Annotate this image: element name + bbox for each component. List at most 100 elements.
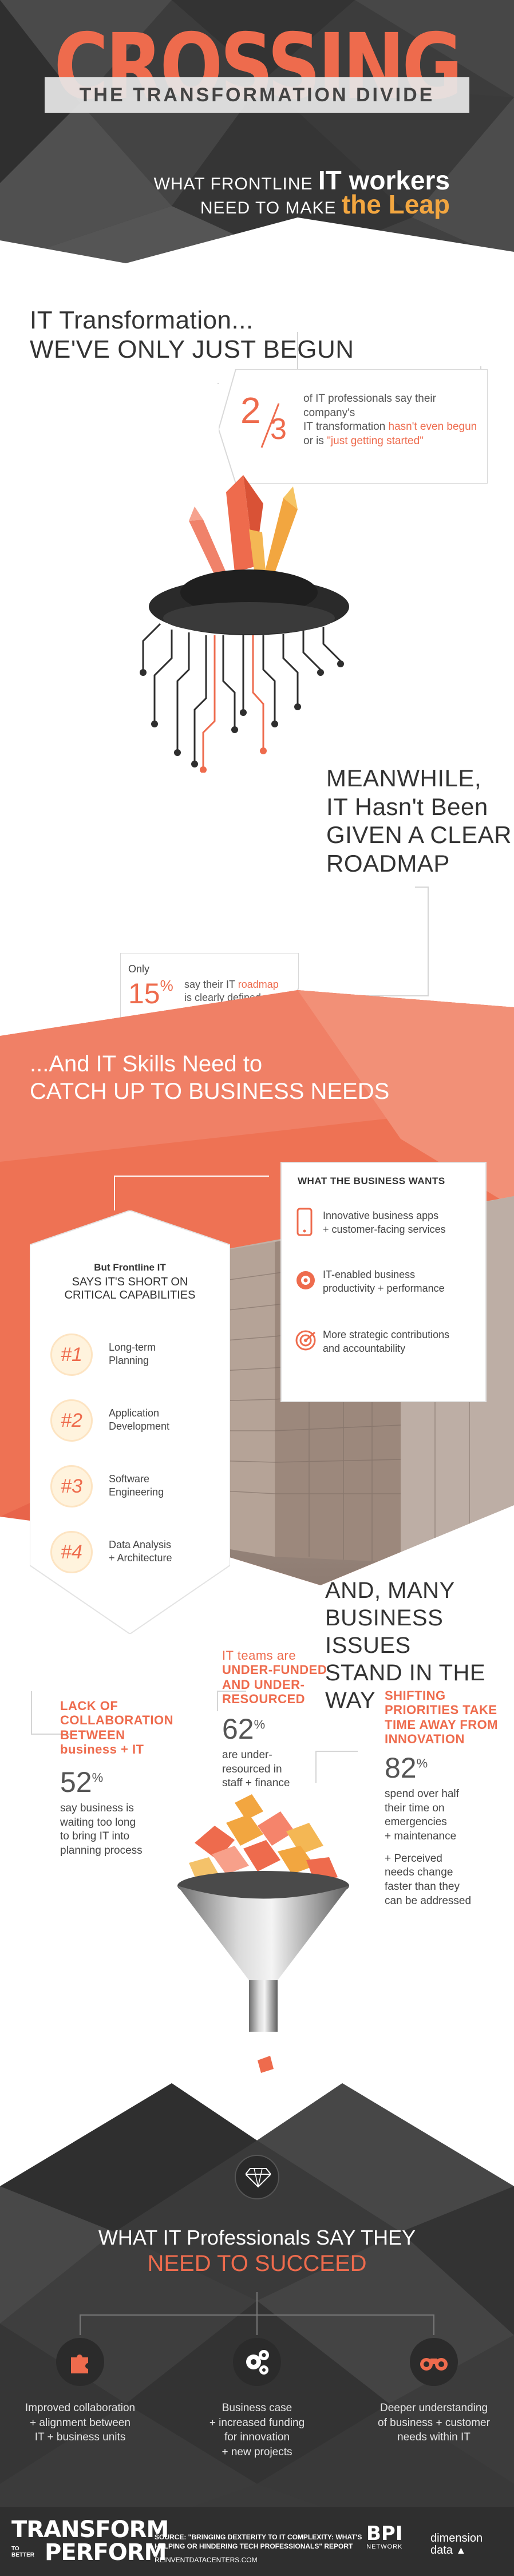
target-icon <box>295 1330 316 1351</box>
crystal-shard <box>226 475 255 572</box>
need-line: Improved collaboration <box>25 2402 136 2414</box>
hero-band: THE TRANSFORMATION DIVIDE <box>45 77 469 113</box>
caps-title-line: CRITICAL CAPABILITIES <box>64 1289 196 1301</box>
issue-line: planning process <box>60 1845 143 1857</box>
heading-line: MEANWHILE, <box>326 765 482 792</box>
need-item: Business case + increased funding for in… <box>191 2401 323 2460</box>
heading-line: WE'VE ONLY JUST BEGUN <box>30 335 354 363</box>
logo-line-wrap: data ▲ <box>430 2545 483 2557</box>
heading-line: AND, MANY <box>325 1578 455 1603</box>
issue-head-line: TIME AWAY FROM <box>385 1717 499 1732</box>
pct-value: 15 <box>128 978 160 1010</box>
issue-line: to bring IT into <box>60 1830 130 1843</box>
capability-rank-3: #3 <box>50 1465 93 1507</box>
need-badge <box>410 2338 458 2386</box>
logo-line: PERFORM <box>45 2539 167 2566</box>
need-line: + new projects <box>222 2446 292 2458</box>
pct-value: 62 <box>222 1713 254 1745</box>
capabilities-title: But Frontline IT SAYS IT'S SHORT ON CRIT… <box>30 1262 230 1302</box>
pct-sign: % <box>92 1770 104 1785</box>
collab-heading: LACK OF COLLABORATION BETWEEN business +… <box>60 1699 173 1756</box>
stat-highlight: hasn't even begun <box>388 421 477 433</box>
heading-line: IT Transformation... <box>30 306 254 334</box>
hero-subtitle-bold: the Leap <box>341 189 450 219</box>
issue-head-line: business + IT <box>60 1742 144 1756</box>
bpi-logo: BPI NETWORK <box>366 2524 402 2550</box>
crystal-shard <box>263 498 298 581</box>
hero-subtitle-bold: IT workers <box>318 165 450 195</box>
funded-heading: IT teams are UNDER-FUNDED AND UNDER- RES… <box>222 1648 327 1706</box>
need-line: + increased funding <box>209 2416 305 2429</box>
transform-logo: TRANSFORM TO BETTER PERFORM <box>11 2518 169 2564</box>
crystal-shard <box>243 475 263 567</box>
crystal-shard <box>283 486 298 509</box>
pct-value: 82 <box>385 1752 417 1784</box>
crystal-shard <box>189 520 226 575</box>
issue-line: needs change <box>385 1866 453 1879</box>
want-line: productivity + performance <box>323 1283 445 1295</box>
need-line: Deeper understanding <box>379 2402 488 2414</box>
cap-line: Planning <box>109 1355 149 1367</box>
hero-subtitle-text: NEED TO MAKE <box>200 199 337 217</box>
issue-line: waiting too long <box>60 1816 136 1829</box>
heading-line: CATCH UP TO BUSINESS NEEDS <box>30 1079 390 1104</box>
issue-head-line: PRIORITIES TAKE <box>385 1703 497 1718</box>
source-line: SOURCE: "BRINGING DEXTERITY TO IT COMPLE… <box>155 2533 362 2541</box>
cap-line: Development <box>109 1420 170 1433</box>
phone-icon <box>296 1208 313 1236</box>
stat-text: or is <box>303 435 324 448</box>
gear-icon <box>296 1271 315 1289</box>
circuit-lines-orange <box>202 635 264 770</box>
roadmap-only: Only <box>128 963 150 975</box>
dimension-data-logo: dimension data ▲ <box>430 2533 483 2557</box>
capability-rank-1: #1 <box>50 1333 93 1376</box>
funnel-rim <box>177 1871 349 1901</box>
priorities-percentage: 82% <box>385 1751 428 1784</box>
source-line: HELPING OR HINDERING TECH PROFESSIONALS"… <box>155 2542 353 2551</box>
crystal-shard <box>249 529 266 577</box>
cap-line: Application <box>109 1407 160 1419</box>
capabilities-panel-shape <box>30 1210 230 1634</box>
stat-callout-shape <box>219 369 488 484</box>
stat-text: IT transformation <box>303 421 386 433</box>
funnel-output-block <box>258 2056 274 2073</box>
heading-line: BUSINESS ISSUES <box>325 1605 444 1658</box>
heading-line: ...And IT Skills Need to <box>30 1051 263 1077</box>
logo-line: data <box>430 2544 453 2557</box>
puzzle-icon <box>71 2355 88 2373</box>
issues-connectors <box>31 1691 358 1783</box>
funnel-illustration <box>177 1794 349 2073</box>
collab-percentage: 52% <box>60 1766 103 1799</box>
logo-line: NETWORK <box>366 2543 403 2550</box>
business-wants-panel: WHAT THE BUSINESS WANTS Innovative busin… <box>280 1162 487 1402</box>
need-line: needs within IT <box>397 2431 470 2444</box>
want-line: IT-enabled business <box>323 1269 416 1280</box>
funnel-spout <box>249 1980 278 2032</box>
roadmap-heading: MEANWHILE, IT Hasn't Been GIVEN A CLEAR … <box>326 764 512 877</box>
issue-line: staff + finance <box>222 1777 290 1790</box>
cap-line: Long-term <box>109 1342 156 1353</box>
logo-line-wrap: TO BETTER PERFORM <box>11 2541 168 2564</box>
stat-fraction-numerator: 2 <box>240 390 261 431</box>
circuit-nodes-orange <box>200 747 267 773</box>
source-line: REINVENTDATACENTERS.COM <box>155 2556 258 2565</box>
footer-source: SOURCE: "BRINGING DEXTERITY TO IT COMPLE… <box>155 2533 362 2565</box>
issue-line: say business is <box>60 1802 134 1814</box>
cap-line: Software <box>109 1473 150 1485</box>
capability-rank-2: #2 <box>50 1399 93 1442</box>
hero-subtitle-line1: WHAT FRONTLINE IT workers <box>154 165 450 196</box>
succeed-polygon-background <box>0 2083 514 2576</box>
business-want-item: IT-enabled business productivity + perfo… <box>323 1268 445 1296</box>
diamond-icon <box>246 2168 271 2188</box>
stat-fraction-denominator: 3 <box>270 413 287 446</box>
skills-heading: ...And IT Skills Need to CATCH UP TO BUS… <box>30 1050 389 1105</box>
heading-line: STAND IN THE WAY <box>325 1660 486 1713</box>
need-item: Improved collaboration + alignment betwe… <box>14 2401 146 2445</box>
issue-line: faster than they <box>385 1881 460 1893</box>
pct-sign: % <box>160 977 173 994</box>
capability-item: Software Engineering <box>109 1473 164 1499</box>
roadmap-percentage: 15% <box>128 977 173 1010</box>
heading-line: ROADMAP <box>326 849 450 877</box>
stat-line: say their IT roadmap <box>184 978 279 991</box>
heading-line: IT Hasn't Been <box>326 793 488 820</box>
